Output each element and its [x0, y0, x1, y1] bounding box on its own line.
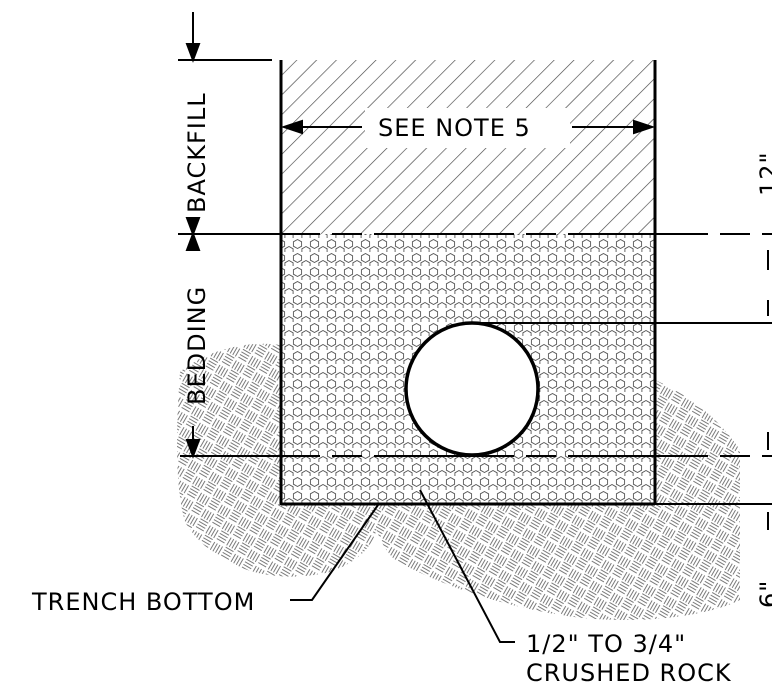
dim-6in-label: 6"	[755, 580, 772, 608]
backfill-label: BACKFILL	[183, 92, 211, 213]
native-soil-bottom	[374, 380, 740, 620]
left-dimension	[178, 12, 272, 459]
crushed-rock-leader-line	[419, 489, 515, 643]
see-note-label: SEE NOTE 5	[378, 114, 531, 142]
crushed-rock-label-line2: CRUSHED ROCK	[526, 659, 732, 687]
dim-12in-label: 12"	[755, 151, 772, 196]
bedding-label: BEDDING	[183, 286, 211, 405]
width-dimension	[280, 108, 656, 148]
trench-bottom-leader-line	[290, 504, 379, 601]
native-soil-left	[177, 343, 378, 577]
pipe	[404, 321, 540, 457]
crushed-rock-label-line1: 1/2" TO 3/4"	[526, 630, 686, 658]
trench-bottom-label: TRENCH BOTTOM	[31, 588, 255, 616]
